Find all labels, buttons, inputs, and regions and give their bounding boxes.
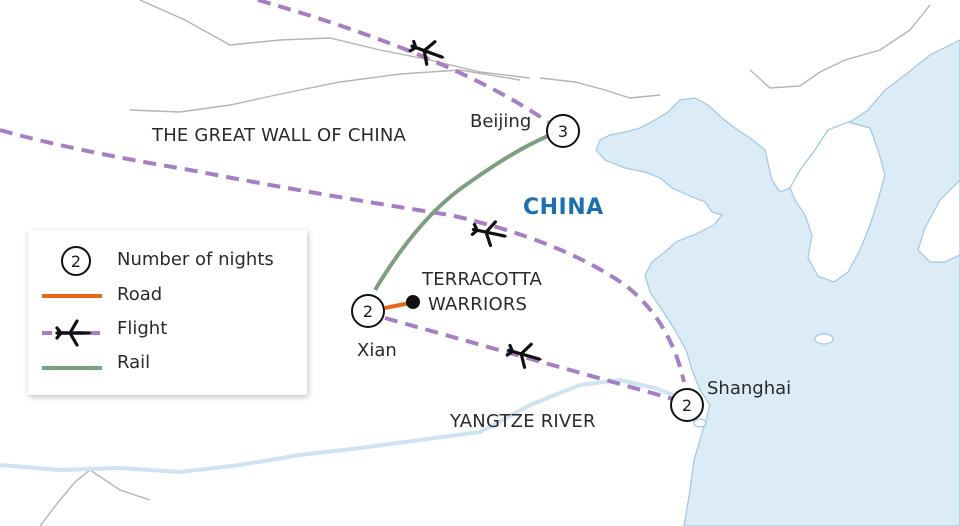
beijing-nights: 3 xyxy=(558,122,568,141)
legend-label-road: Road xyxy=(117,284,162,305)
terracotta-label-line1: TERRACOTTA xyxy=(421,269,542,290)
korea-peninsula xyxy=(789,121,886,283)
flight-route-north xyxy=(257,0,550,124)
legend-label-rail: Rail xyxy=(117,352,150,373)
svg-text:2: 2 xyxy=(71,252,81,271)
island xyxy=(814,333,834,345)
terracotta-site-marker xyxy=(406,295,420,309)
xian-nights: 2 xyxy=(363,302,373,321)
city-marker-xian: 2 xyxy=(351,294,385,328)
flight-route-xian-shanghai xyxy=(384,316,685,404)
legend-label-flight: Flight xyxy=(117,318,167,339)
beijing-label: Beijing xyxy=(470,111,531,132)
xian-label: Xian xyxy=(357,340,397,361)
terracotta-label-line2: WARRIORS xyxy=(428,294,527,315)
borders xyxy=(39,0,931,526)
country-label: CHINA xyxy=(523,195,604,220)
sea xyxy=(595,39,960,526)
japan-coast xyxy=(917,179,960,263)
road-route xyxy=(384,301,411,310)
yangtze-label: YANGTZE RIVER xyxy=(449,411,596,432)
shanghai-label: Shanghai xyxy=(707,378,791,399)
city-marker-shanghai: 2 xyxy=(670,388,704,422)
legend: 2 Number of nights Road Flight Rail xyxy=(28,230,307,395)
island xyxy=(693,418,707,428)
flight-route-west xyxy=(0,128,686,383)
legend-label-nights: Number of nights xyxy=(117,249,274,270)
shanghai-nights: 2 xyxy=(682,396,692,415)
rail-route xyxy=(373,134,549,292)
great-wall-label: THE GREAT WALL OF CHINA xyxy=(151,125,407,146)
nights-circle-icon: 2 xyxy=(61,246,91,276)
city-marker-beijing: 3 xyxy=(546,114,580,148)
